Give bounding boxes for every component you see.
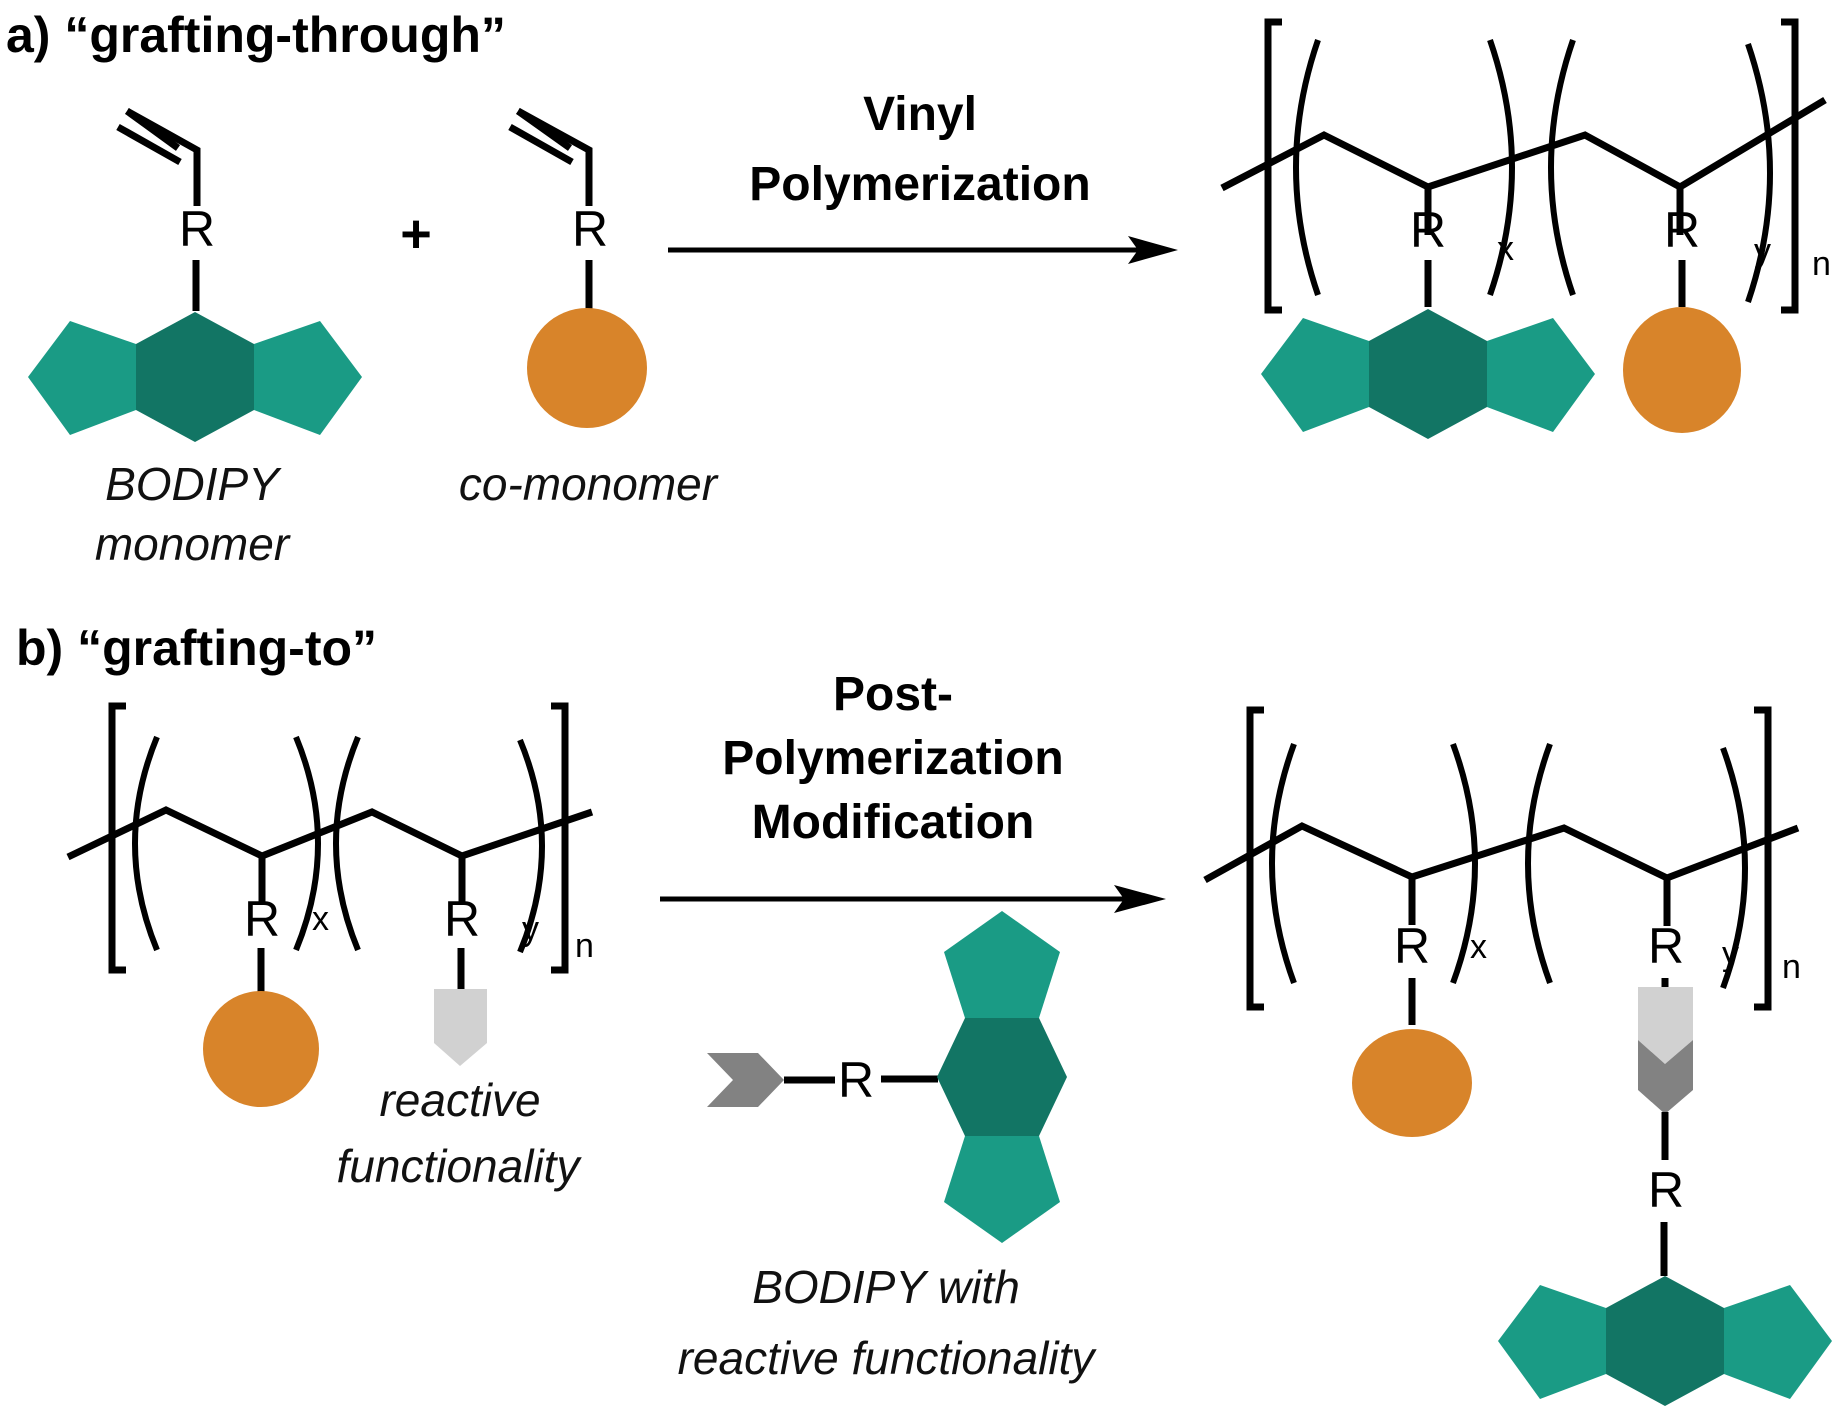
backbone-chain	[1220, 96, 1827, 192]
bodipy-reagent-label: BODIPY with	[752, 1261, 1020, 1313]
comonomer: R co-monomer	[459, 107, 719, 510]
repeat-bracket-left	[1246, 706, 1264, 1011]
reactive-partner-icon	[1638, 1040, 1693, 1114]
comonomer-sphere-icon	[527, 308, 647, 428]
subscript-n: n	[575, 927, 594, 965]
polymer-backbone	[1220, 18, 1827, 314]
vinyl-group	[116, 107, 201, 206]
bodipy-core-icon	[937, 911, 1067, 1243]
bodipy-monomer: R BODIPY monomer	[28, 107, 362, 570]
paren-right	[1487, 39, 1515, 296]
polymer-backbone	[66, 702, 594, 974]
backbone-chain	[66, 806, 594, 861]
paren-left	[1548, 39, 1576, 296]
polymer-backbone	[1203, 706, 1800, 1011]
r-group-label: R	[179, 201, 215, 257]
plus-sign: +	[400, 204, 432, 264]
backbone-chain	[1203, 822, 1800, 884]
panel-b: b) “grafting-to” R x R y n reactive func…	[16, 620, 1832, 1406]
r-group-label: R	[244, 891, 280, 947]
bodipy-monomer-label: BODIPY	[105, 458, 282, 510]
comonomer-label: co-monomer	[459, 458, 719, 510]
subscript-n: n	[1812, 245, 1831, 283]
bodipy-core-icon	[1498, 1276, 1832, 1406]
pyrrole-ring-left	[1498, 1285, 1606, 1399]
r-group-label: R	[1648, 1162, 1684, 1218]
paren-left	[333, 735, 361, 952]
paren-right	[293, 735, 321, 952]
boron-core-ring	[1606, 1276, 1724, 1406]
reactive-functionality-label: reactive	[379, 1074, 540, 1126]
r-group-label: R	[444, 891, 480, 947]
boron-core-ring	[1369, 309, 1487, 439]
panel-a-heading: a) “grafting-through”	[6, 7, 506, 63]
post-polymerization-modification-arrow: Post- Polymerization Modification	[660, 668, 1166, 913]
pyrrole-ring-right	[1724, 1285, 1832, 1399]
r-group-label: R	[1648, 918, 1684, 974]
repeat-bracket-right	[1781, 18, 1799, 314]
subscript-x: x	[1470, 928, 1487, 966]
repeat-bracket-left	[1264, 18, 1282, 314]
r-group-label: R	[838, 1052, 874, 1108]
pyrrole-ring-left	[28, 321, 136, 435]
paren-left	[1525, 742, 1553, 985]
subscript-n: n	[1782, 948, 1801, 986]
subscript-x: x	[312, 900, 329, 938]
r-group-label: R	[572, 201, 608, 257]
pyrrole-ring-top	[944, 911, 1060, 1018]
subscript-y: y	[522, 910, 539, 948]
pyrrole-ring-right	[1487, 318, 1595, 432]
vinyl-polymerization-arrow: Vinyl Polymerization	[668, 88, 1178, 264]
comonomer-sphere-icon	[1352, 1029, 1472, 1137]
paren-left	[132, 735, 160, 952]
reaction-condition-line2: Polymerization	[749, 158, 1090, 211]
panel-a: a) “grafting-through” R BODIPY monomer +…	[6, 7, 1831, 570]
reactive-group-icon	[434, 989, 487, 1066]
arrow-head-icon	[1114, 885, 1166, 913]
subscript-y: y	[1722, 935, 1739, 973]
repeat-bracket-right	[1754, 706, 1772, 1011]
subscript-x: x	[1497, 230, 1514, 268]
repeat-bracket-right	[551, 702, 569, 974]
bodipy-reagent-label-2: reactive functionality	[678, 1332, 1098, 1384]
paren-right	[1745, 43, 1773, 303]
paren-right	[1720, 746, 1748, 990]
reactive-functionality-label-2: functionality	[337, 1140, 583, 1192]
panel-b-heading: b) “grafting-to”	[16, 620, 377, 676]
pyrrole-ring-left	[1261, 318, 1369, 432]
reaction-condition-line3: Modification	[752, 796, 1035, 849]
paren-right	[1450, 742, 1478, 985]
boron-core-ring	[937, 1018, 1067, 1136]
graft-copolymer-product-a: R x R y n	[1220, 18, 1831, 439]
bodipy-core-icon	[1261, 309, 1595, 439]
bodipy-monomer-label-2: monomer	[95, 518, 291, 570]
bodipy-reagent: R BODIPY with reactive functionality	[678, 911, 1098, 1384]
precursor-polymer: R x R y n reactive functionality	[66, 702, 594, 1192]
arrow-head-icon	[1128, 236, 1178, 264]
comonomer-sphere-icon	[1623, 307, 1741, 433]
subscript-y: y	[1754, 232, 1771, 270]
r-group-label: R	[1410, 202, 1446, 258]
r-group-label: R	[1394, 918, 1430, 974]
comonomer-sphere-icon	[203, 991, 319, 1107]
repeat-bracket-left	[108, 702, 126, 974]
reaction-condition-line1: Vinyl	[863, 88, 977, 141]
r-group-label: R	[1664, 202, 1700, 258]
paren-right	[517, 738, 545, 954]
paren-left	[1293, 39, 1321, 296]
reaction-condition-line2: Polymerization	[722, 732, 1063, 785]
graft-copolymer-product-b: R x R y n R	[1203, 706, 1832, 1406]
reactive-partner-icon	[707, 1053, 784, 1107]
boron-core-ring	[136, 312, 254, 442]
paren-left	[1269, 742, 1297, 985]
pyrrole-ring-right	[254, 321, 362, 435]
reaction-condition-line1: Post-	[833, 668, 953, 721]
pyrrole-ring-bottom	[944, 1136, 1060, 1243]
reactive-group-icon	[1638, 987, 1693, 1064]
bodipy-core-icon	[28, 312, 362, 442]
